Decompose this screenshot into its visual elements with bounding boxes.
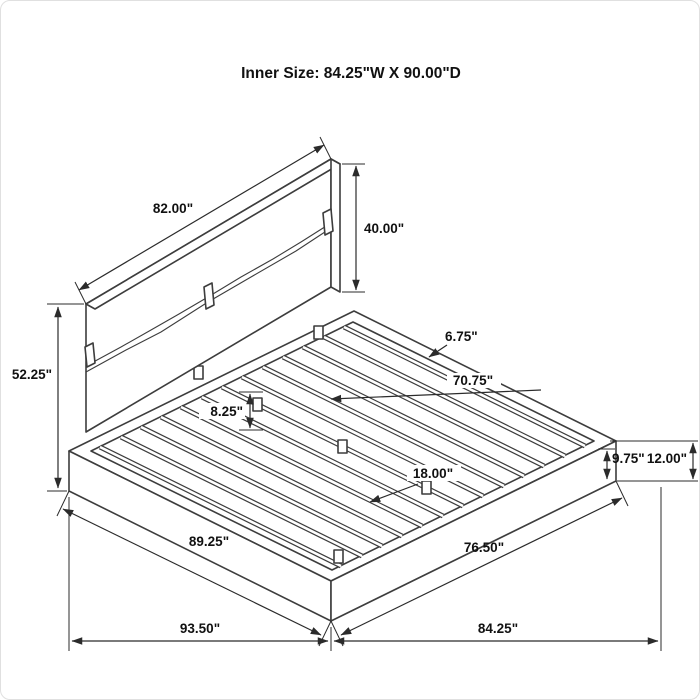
dim-side-rail-top-width: 6.75" <box>428 327 487 358</box>
slat-deck <box>98 324 587 569</box>
label-background <box>199 403 245 419</box>
extension-line <box>56 490 70 517</box>
dim-center-support-width: 18.00" <box>369 465 461 503</box>
label-background <box>447 373 501 388</box>
dim-label-headboard-width: 82.00" <box>153 201 193 216</box>
dim-label-slat-inset: 8.25" <box>210 404 243 419</box>
dim-label-overall-width: 84.25" <box>478 621 518 636</box>
dim-label-headboard-panel-height: 40.00" <box>364 221 404 236</box>
dimension-line <box>340 497 623 636</box>
headboard-accent <box>203 282 215 310</box>
dim-label-headboard-overall-height: 52.25" <box>12 367 52 382</box>
headboard-post <box>313 325 324 340</box>
dim-label-slat-length: 70.75" <box>453 373 493 388</box>
center-support-block <box>337 439 348 454</box>
dim-label-center-support-width: 18.00" <box>413 466 453 481</box>
dim-label-platform-height: 12.00" <box>647 451 687 466</box>
dim-platform-side-depth: 89.25" <box>56 490 332 647</box>
extension-line <box>615 480 629 507</box>
foot-support-block <box>333 549 344 564</box>
dim-slat-length: 70.75" <box>330 373 542 403</box>
center-support-block <box>252 397 263 412</box>
leader-line <box>330 389 542 403</box>
dim-platform-front-width: 76.50" <box>330 480 629 647</box>
dim-overall-width: 84.25" <box>333 487 662 651</box>
page-title: Inner Size: 84.25"W X 90.00"D <box>241 65 461 82</box>
leader-line <box>428 344 448 358</box>
headboard-accent <box>322 208 334 236</box>
dim-overall-depth: 93.50" <box>68 497 332 651</box>
headboard-accent <box>84 342 96 368</box>
dim-label-platform-inner-height: 9.75" <box>612 451 645 466</box>
label-background <box>443 327 487 344</box>
label-background <box>407 465 461 481</box>
dim-headboard-overall-height: 52.25" <box>12 303 84 492</box>
extension-line <box>74 281 87 305</box>
extension-line <box>330 620 344 647</box>
slats-face <box>99 325 586 568</box>
dim-slat-inset: 8.25" <box>199 391 263 431</box>
dimension-line <box>62 508 322 636</box>
dim-headboard-panel-height: 40.00" <box>342 163 404 293</box>
extension-line <box>318 620 332 647</box>
extension-line <box>319 136 332 160</box>
dim-platform-heights: 9.75" 12.00" <box>598 440 698 482</box>
dim-headboard-width: 82.00" <box>74 136 332 305</box>
dim-label-side-rail-top-width: 6.75" <box>445 329 478 344</box>
dim-label-platform-front-width: 76.50" <box>464 540 504 555</box>
center-support-block <box>421 480 432 495</box>
dim-label-overall-depth: 93.50" <box>180 621 220 636</box>
dimension-line <box>78 144 325 291</box>
dim-label-platform-side-depth: 89.25" <box>189 534 229 549</box>
headboard-right-edge <box>330 158 341 293</box>
